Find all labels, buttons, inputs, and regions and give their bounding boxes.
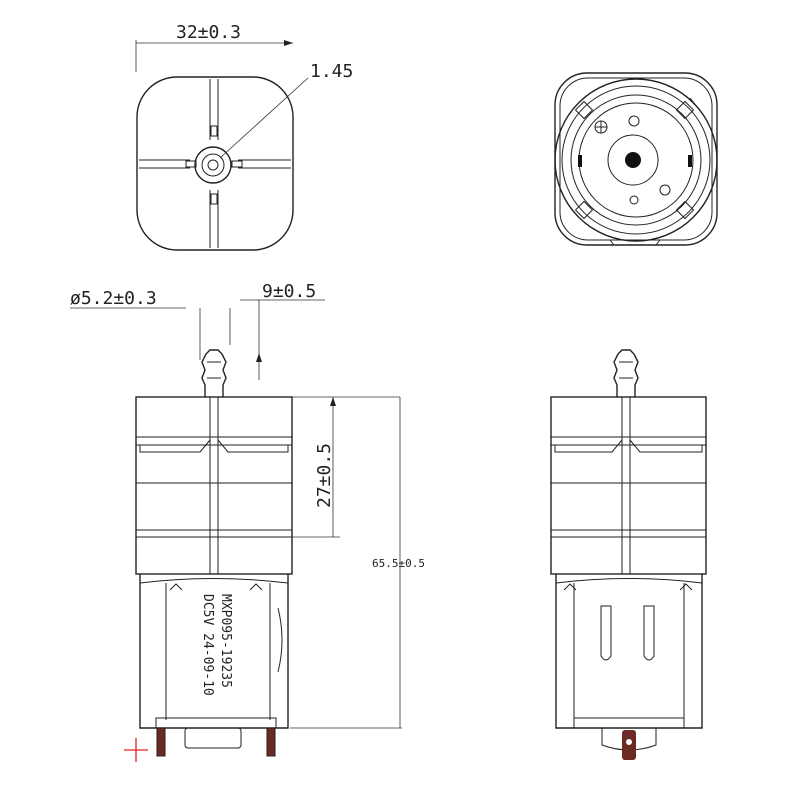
motor-label-line1: MXP095-19235 [218,594,233,688]
width-dimension-label: 32±0.3 [176,22,241,43]
terminal-positive [157,728,165,756]
outlet-diameter-label: ø5.2±0.3 [70,288,157,309]
top-view: 32±0.3 1.45 [135,22,353,251]
pump-head-height-label: 27±0.5 [314,443,335,508]
shaft-dimension-label: 1.45 [310,61,353,82]
front-view: ø5.2±0.3 9±0.5 27±0.5 65.5±0 [70,281,425,762]
bottom-view [554,72,718,246]
motor-label-line2: DC5V 24-09-10 [200,594,215,696]
side-view [550,349,707,760]
terminal-negative [267,728,275,756]
total-height-label: 65.5±0.5 [372,557,425,570]
outlet-length-label: 9±0.5 [262,281,316,302]
